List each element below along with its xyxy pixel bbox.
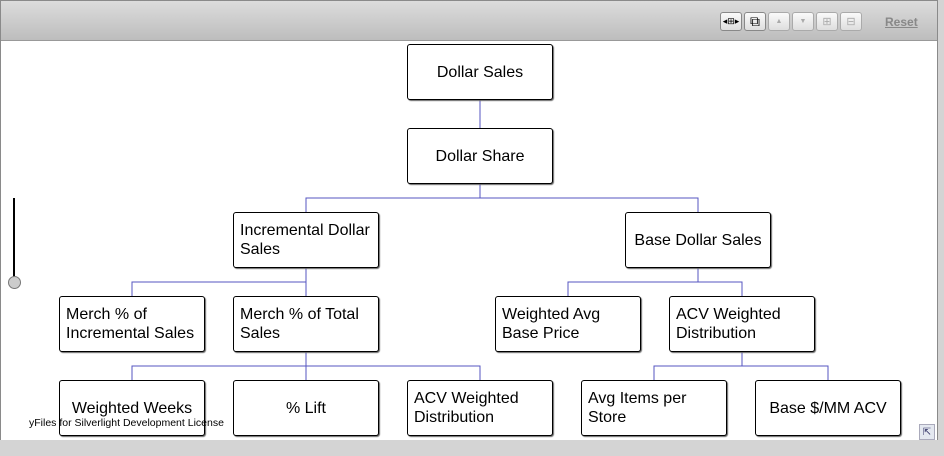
- edge: [131, 268, 307, 296]
- overview-button[interactable]: ⧉: [744, 12, 766, 31]
- node-label: Avg Items per Store: [588, 390, 687, 426]
- node-label: Weighted Avg Base Price: [502, 306, 601, 342]
- edge: [741, 352, 829, 380]
- node[interactable]: Dollar Sales: [407, 44, 553, 100]
- node[interactable]: Weighted Avg Base Price: [495, 296, 641, 352]
- node[interactable]: Base Dollar Sales: [625, 212, 771, 268]
- node-label: Merch % of Incremental Sales: [66, 306, 195, 342]
- collapse-button[interactable]: ⊟: [840, 12, 862, 31]
- arrow-up-left-icon: ⇱: [922, 426, 932, 438]
- edges-layer: [131, 100, 829, 380]
- edge: [305, 184, 481, 212]
- node-label: Weighted Weeks: [71, 399, 193, 417]
- node[interactable]: Dollar Share: [407, 128, 553, 184]
- node-label: Merch % of Total Sales: [240, 306, 359, 342]
- expand-button[interactable]: ⊞: [816, 12, 838, 31]
- node[interactable]: Base $/MM ACV: [755, 380, 901, 436]
- arrow-up-icon: ▲: [775, 18, 783, 25]
- node[interactable]: % Lift: [233, 380, 379, 436]
- node[interactable]: Incremental Dollar Sales: [233, 212, 379, 268]
- toolbar: ◂⊞▸ ⧉ ▲ ▼ ⊞ ⊟ Reset: [1, 1, 937, 41]
- expand-icon: ⊞: [822, 16, 832, 28]
- move-up-button[interactable]: ▲: [768, 12, 790, 31]
- reset-link[interactable]: Reset: [885, 15, 918, 29]
- license-text: yFiles for Silverlight Development Licen…: [29, 417, 224, 429]
- node[interactable]: Merch % of Incremental Sales: [59, 296, 205, 352]
- edge: [305, 352, 481, 380]
- zoom-slider-thumb[interactable]: [8, 276, 21, 289]
- node-label: Dollar Sales: [436, 63, 524, 81]
- overview-icon: ⧉: [750, 13, 760, 29]
- edge: [697, 268, 743, 296]
- fit-content-button[interactable]: ◂⊞▸: [720, 12, 742, 31]
- node-label: Dollar Share: [435, 147, 525, 165]
- node-label: Base $/MM ACV: [769, 399, 887, 417]
- node-label: Base Dollar Sales: [634, 231, 762, 249]
- edge: [479, 184, 699, 212]
- fit-content-icon: ◂⊞▸: [722, 16, 740, 26]
- bottom-bar: [0, 440, 944, 456]
- node-label: ACV Weighted Distribution: [414, 390, 519, 426]
- node[interactable]: Merch % of Total Sales: [233, 296, 379, 352]
- edge: [653, 352, 743, 380]
- edge: [567, 268, 699, 296]
- arrow-down-icon: ▼: [799, 18, 807, 25]
- node[interactable]: Avg Items per Store: [581, 380, 727, 436]
- collapse-icon: ⊟: [846, 16, 856, 28]
- node-label: % Lift: [285, 399, 326, 417]
- node[interactable]: Weighted Weeks: [59, 380, 205, 436]
- zoom-slider[interactable]: [13, 198, 15, 278]
- node-label: Incremental Dollar Sales: [240, 222, 370, 258]
- node-label: ACV Weighted Distribution: [676, 306, 781, 342]
- move-down-button[interactable]: ▼: [792, 12, 814, 31]
- node[interactable]: ACV Weighted Distribution: [669, 296, 815, 352]
- node[interactable]: ACV Weighted Distribution: [407, 380, 553, 436]
- edge: [131, 352, 307, 380]
- navigate-corner-button[interactable]: ⇱: [919, 424, 935, 440]
